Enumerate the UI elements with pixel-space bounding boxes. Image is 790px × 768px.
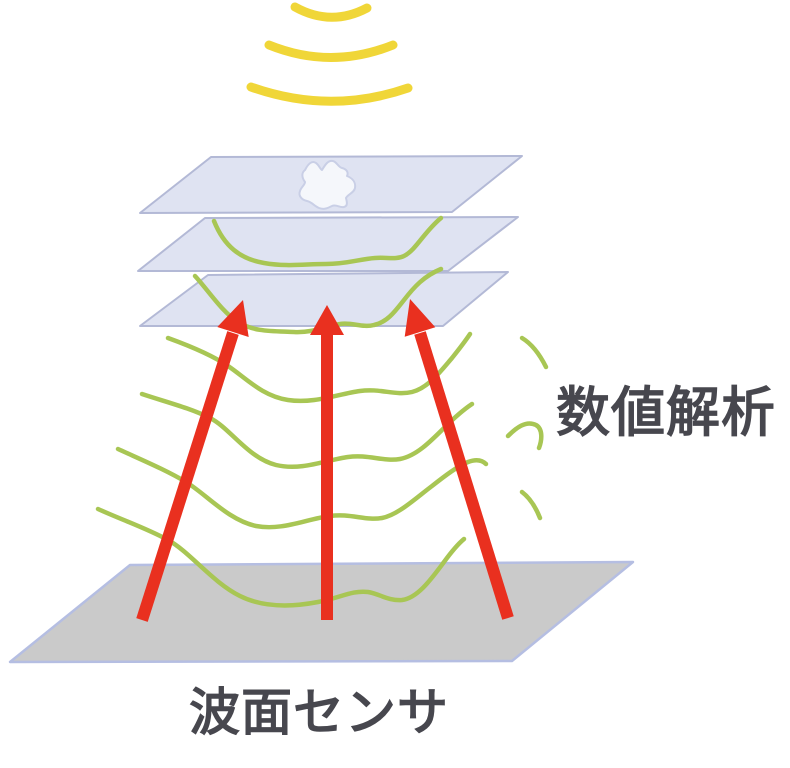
label-numerical-analysis: 数値解析	[556, 383, 776, 443]
wave-arc-2-icon	[264, 40, 398, 62]
measurement-arrow-middle-icon	[310, 305, 344, 620]
wavefront-line-3-tail	[519, 489, 543, 521]
arrow-right-shaft	[414, 331, 514, 620]
measurement-arrow-left-icon	[136, 300, 249, 622]
label-wavefront-sensor: 波面センサ	[189, 684, 450, 741]
wavefront-line-1-tail	[519, 335, 549, 370]
arrow-left-head	[217, 300, 249, 337]
arrow-right-head	[404, 299, 436, 337]
measurement-arrow-right-icon	[404, 299, 514, 620]
arrow-middle-head	[310, 305, 344, 335]
wavefront-on-layer-2	[211, 215, 444, 268]
measurement-arrows	[136, 299, 514, 622]
turbulence-blob-icon	[298, 159, 357, 210]
incoming-wave-arcs-icon	[246, 2, 413, 106]
arrow-left-shaft	[136, 331, 239, 622]
wavefront-line-2-tail	[505, 421, 544, 451]
wave-arc-1-icon	[290, 2, 372, 22]
layer-plane-2	[137, 216, 519, 272]
atmosphere-layer-planes	[137, 155, 523, 335]
wave-arc-3-icon	[246, 82, 413, 106]
